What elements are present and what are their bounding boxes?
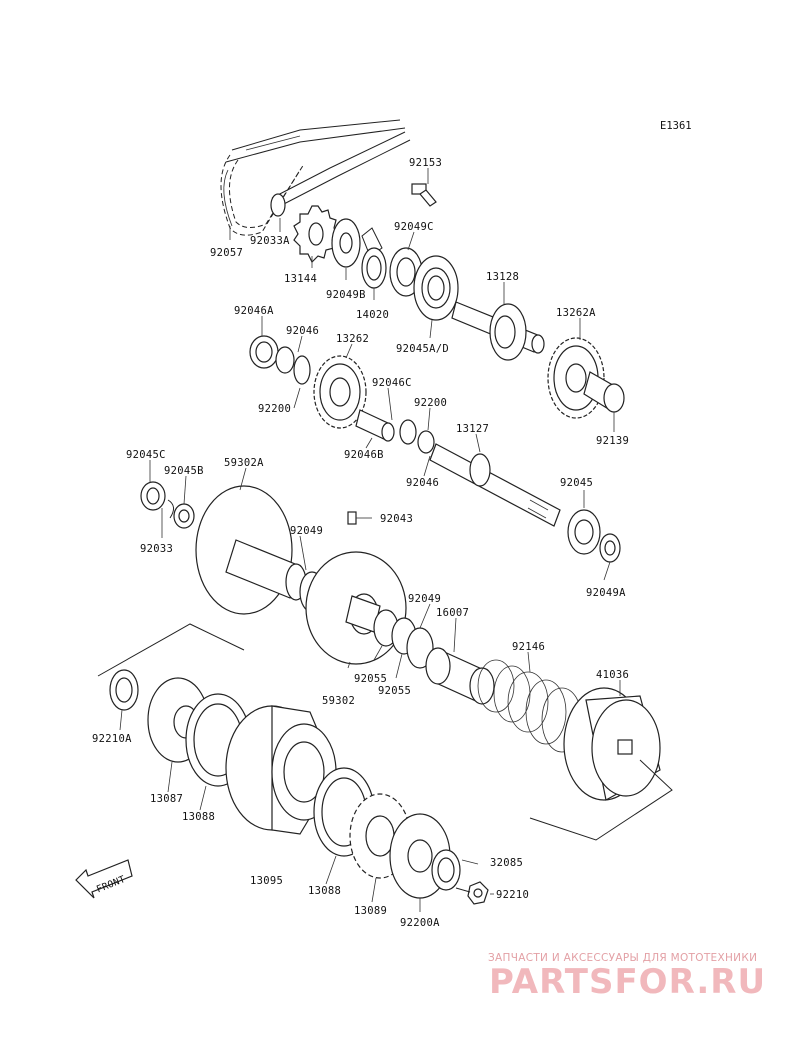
label-92045: 92045 [560, 477, 593, 489]
watermark-brand: PARTSFOR.RU [489, 962, 767, 1002]
label-92153: 92153 [409, 157, 442, 169]
label-92146: 92146 [512, 641, 545, 653]
seal-14020 [361, 247, 387, 289]
label-32085: 32085 [490, 857, 523, 869]
label-92049c: 92049C [394, 221, 434, 233]
label-59302a: 59302A [224, 457, 264, 469]
label-92049: 92049 [290, 525, 323, 537]
front-arrow-icon: FRONT [75, 859, 133, 899]
label-92055-b: 92055 [378, 685, 411, 697]
label-92200: 92200 [258, 403, 291, 415]
seal-92210a [109, 669, 139, 711]
washer-92049b [331, 218, 361, 268]
bolt-92153 [411, 183, 437, 207]
label-92200a: 92200A [400, 917, 440, 929]
pin-92043 [347, 511, 357, 525]
label-92045c: 92045C [126, 449, 166, 461]
label-13089: 13089 [354, 905, 387, 917]
label-16007: 16007 [436, 607, 469, 619]
label-92057: 92057 [210, 247, 243, 259]
label-92049-b: 92049 [408, 593, 441, 605]
label-92033: 92033 [140, 543, 173, 555]
diagram-code: E1361 [660, 120, 692, 132]
pulley-59302a [195, 485, 307, 615]
label-92139: 92139 [596, 435, 629, 447]
shaft-13128 [451, 301, 545, 361]
label-92046-b: 92046 [406, 477, 439, 489]
label-13095: 13095 [250, 875, 283, 887]
pulley-59302 [305, 551, 407, 665]
label-92033a: 92033A [250, 235, 290, 247]
label-13262: 13262 [336, 333, 369, 345]
watermark-tagline: ЗАПЧАСТИ И АКСЕССУАРЫ ДЛЯ МОТОТЕХНИКИ [488, 952, 758, 964]
washer-92046c [399, 419, 417, 445]
label-92043: 92043 [380, 513, 413, 525]
washer-92200 [417, 430, 435, 454]
bearing-92045c [140, 481, 166, 511]
label-92046: 92046 [286, 325, 319, 337]
label-92046b: 92046B [344, 449, 384, 461]
sprocket-13144 [293, 205, 339, 264]
bearing-92045 [567, 509, 601, 555]
label-13088-a: 13088 [182, 811, 215, 823]
label-92049b: 92049B [326, 289, 366, 301]
shaft-13127 [429, 443, 561, 527]
needle-bearing-92046b [355, 409, 395, 442]
spring-guide-16007 [425, 647, 495, 705]
clutch-housing-41036 [529, 687, 673, 841]
label-41036: 41036 [596, 669, 629, 681]
label-92055-a: 92055 [354, 673, 387, 685]
ring-92200 [293, 355, 311, 385]
collar-32085 [431, 849, 461, 891]
bearing-92046a [249, 335, 279, 369]
label-13262a: 13262A [556, 307, 596, 319]
spring-92146 [477, 659, 583, 753]
label-92045b: 92045B [164, 465, 204, 477]
nut-92210 [467, 881, 489, 905]
label-59302: 59302 [322, 695, 355, 707]
label-13128: 13128 [486, 271, 519, 283]
part-labels: 92153 92057 92033A 13144 92049C 92049B 1… [92, 157, 629, 929]
label-13127: 13127 [456, 423, 489, 435]
bearing-92045b [173, 503, 195, 529]
bearing-92045a [413, 255, 459, 321]
label-92210a: 92210A [92, 733, 132, 745]
collar-92139 [583, 371, 625, 413]
seal-92049a [599, 533, 621, 563]
leader-lines [119, 168, 621, 912]
label-13088-b: 13088 [308, 885, 341, 897]
label-92200-b: 92200 [414, 397, 447, 409]
label-92210: 92210 [496, 889, 529, 901]
label-14020: 14020 [356, 309, 389, 321]
label-92046a: 92046A [234, 305, 274, 317]
circlip-92033 [167, 499, 174, 519]
circlip-92033a [270, 193, 286, 217]
washer-92046 [275, 346, 295, 374]
label-92046c: 92046C [372, 377, 412, 389]
gear-13262 [313, 355, 367, 429]
label-13087: 13087 [150, 793, 183, 805]
label-92049a: 92049A [586, 587, 626, 599]
label-13144: 13144 [284, 273, 317, 285]
label-92045a-d: 92045A/D [396, 343, 449, 355]
